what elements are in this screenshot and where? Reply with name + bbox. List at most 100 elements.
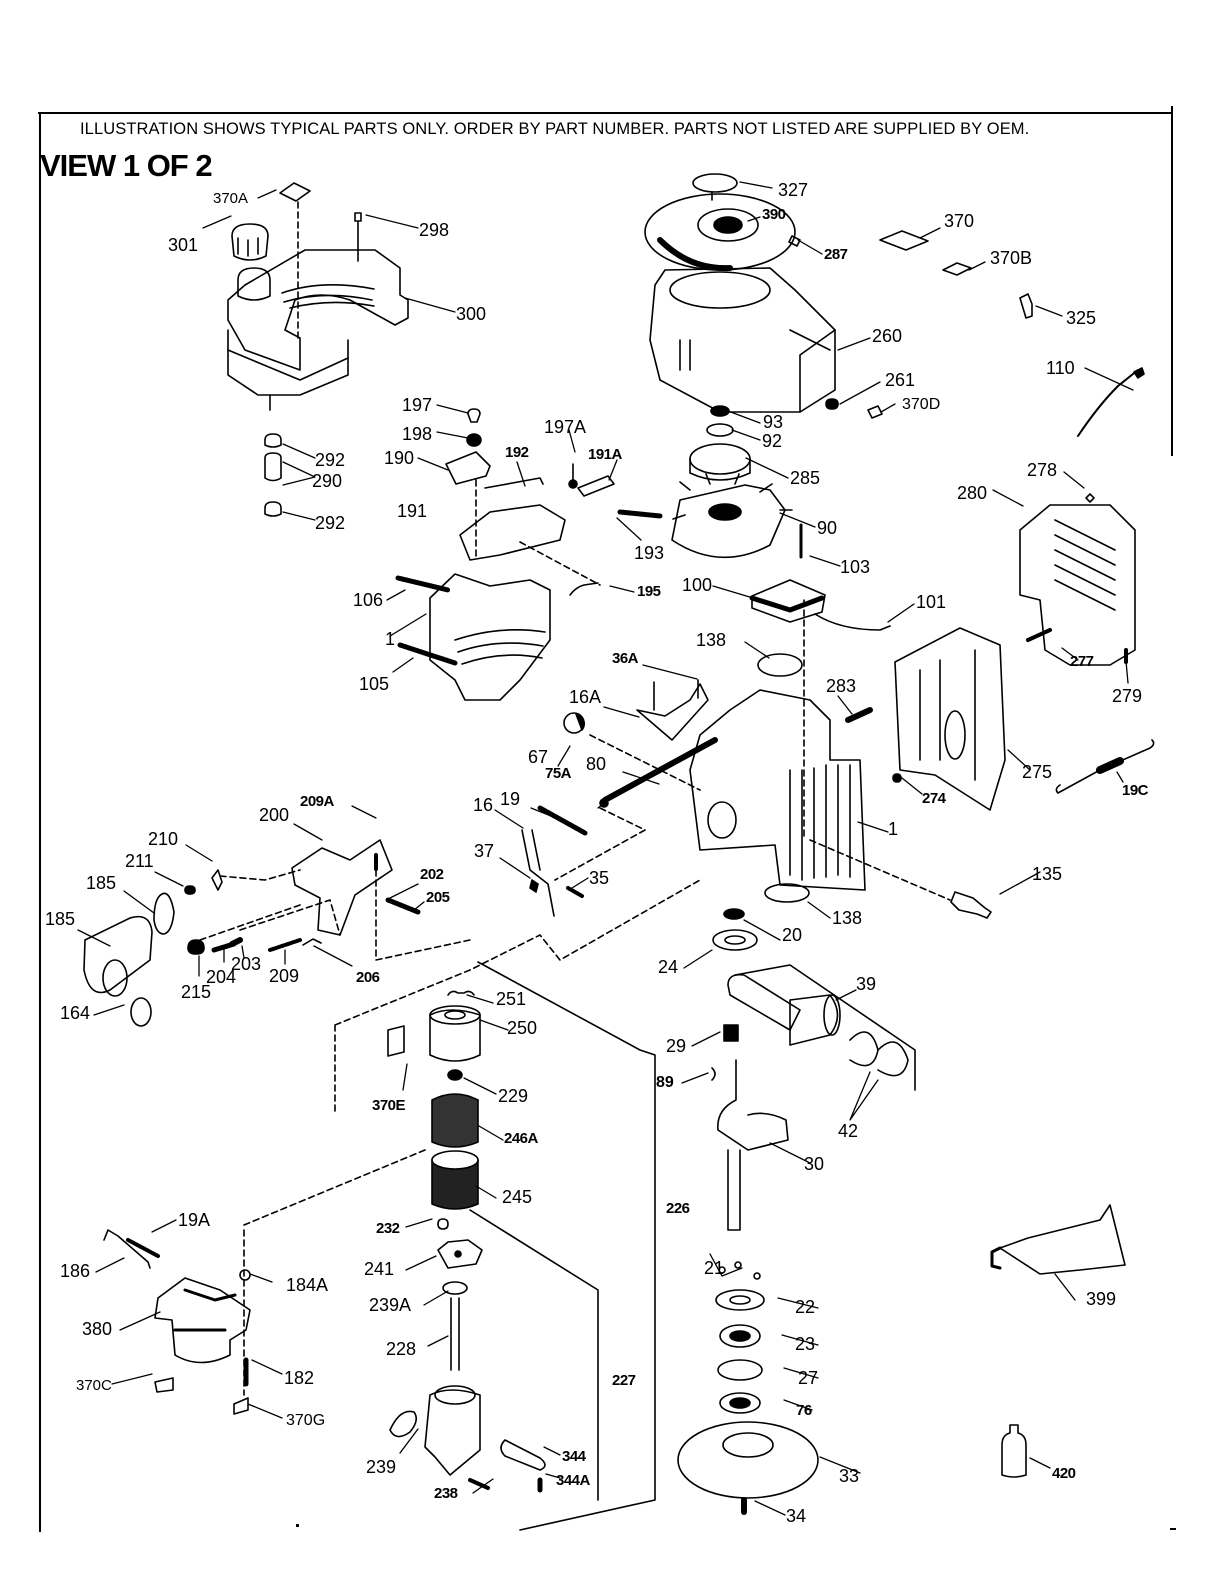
part-label: 192 <box>505 444 529 461</box>
spring-19a <box>128 1240 158 1256</box>
screw-238 <box>470 1480 488 1488</box>
screw-197 <box>468 409 480 422</box>
sealant-tube-399 <box>1000 1205 1125 1274</box>
ground-wire-110 <box>1078 370 1138 436</box>
decal-370e <box>388 1026 404 1056</box>
part-label: 190 <box>384 448 415 468</box>
part-label: 370 <box>944 211 975 231</box>
tank-filler-neck <box>238 268 270 300</box>
connecting-rod <box>728 975 800 1030</box>
part-label: 106 <box>353 590 384 610</box>
part-label: 261 <box>885 370 916 390</box>
starter-cap-327 <box>693 174 737 192</box>
part-label: 184A <box>286 1275 329 1295</box>
cylinder-block <box>690 690 865 890</box>
lever-16 <box>522 830 554 916</box>
spark-plug-135 <box>951 892 991 918</box>
part-label: 105 <box>359 674 390 694</box>
part-label: 100 <box>682 575 713 595</box>
screw-35 <box>568 888 582 896</box>
part-label: 103 <box>840 557 871 577</box>
bracket-344 <box>501 1440 545 1470</box>
screw-298-shape <box>355 213 361 261</box>
stud-228 <box>451 1298 459 1370</box>
part-label: 75A <box>545 765 572 782</box>
part-label: 67 <box>528 747 549 767</box>
part-label: 279 <box>1112 686 1143 706</box>
part-label: 20 <box>782 925 803 945</box>
part-label: 93 <box>763 412 784 432</box>
body-bracket-227 <box>470 1210 598 1500</box>
part-label: 185 <box>45 909 76 929</box>
retainer-241 <box>438 1240 482 1268</box>
frame-border-top <box>38 112 1173 114</box>
part-label: 344A <box>556 1472 590 1489</box>
part-label: 370C <box>76 1377 112 1394</box>
part-label: 300 <box>456 304 487 324</box>
clamp-37 <box>530 880 538 892</box>
part-label: 39 <box>856 974 877 994</box>
link-195 <box>570 583 598 595</box>
frame-border-left <box>39 112 41 1532</box>
screw-274 <box>893 774 901 782</box>
screw-36a <box>654 680 698 710</box>
air-baffle-1 <box>430 574 550 700</box>
part-label: 325 <box>1066 308 1097 328</box>
part-label: 185 <box>86 873 117 893</box>
flywheel-90 <box>672 485 785 557</box>
fuel-cap-shape <box>232 224 268 260</box>
part-label: 197 <box>402 395 433 415</box>
clamp-292-top <box>265 434 281 447</box>
pre-filter-246a <box>432 1094 478 1147</box>
wing-nut-251 <box>448 991 474 995</box>
part-label: 277 <box>1070 653 1094 670</box>
bearing-24 <box>713 930 757 950</box>
nut-229 <box>448 1070 462 1080</box>
intake-pipe-185 <box>84 917 152 993</box>
bracket-200 <box>292 840 392 935</box>
part-label: 260 <box>872 326 903 346</box>
screw-287 <box>789 236 800 246</box>
gasket-239a <box>443 1282 467 1294</box>
part-label: 110 <box>1046 358 1075 378</box>
part-label: 76 <box>796 1402 812 1419</box>
spring-193 <box>620 512 660 516</box>
part-label: 241 <box>364 1259 395 1279</box>
washer-198 <box>467 434 481 446</box>
part-label: 37 <box>474 841 495 861</box>
muffler-275 <box>895 628 1005 810</box>
body-227-shape <box>425 1390 480 1475</box>
part-label: 200 <box>259 805 290 825</box>
part-label: 24 <box>658 957 679 977</box>
part-label: 193 <box>634 543 665 563</box>
part-label: 135 <box>1032 864 1063 884</box>
part-label: 204 <box>206 967 237 987</box>
air-cleaner-cover-250 <box>430 1010 480 1061</box>
part-label: 197A <box>544 417 587 437</box>
piston-bracket-39 <box>735 965 915 1090</box>
key-89 <box>712 1068 715 1080</box>
dash-line <box>555 735 700 880</box>
frame-border-right <box>1171 106 1173 456</box>
part-label: 202 <box>420 866 444 883</box>
mounting-flange-33 <box>678 1422 818 1498</box>
pin-283 <box>848 710 870 720</box>
decal-370d <box>868 406 882 418</box>
bracket-190 <box>446 452 490 484</box>
spring-19 <box>540 808 585 833</box>
plug-138-bottom <box>765 884 809 902</box>
part-label: 370A <box>213 190 249 207</box>
washer-22 <box>716 1290 764 1310</box>
part-label: 19C <box>1122 782 1149 799</box>
muffler-guard-280 <box>1020 505 1135 665</box>
part-label: 1 <box>888 819 899 839</box>
link-206 <box>303 939 321 945</box>
clamp-292-bottom <box>265 502 281 516</box>
part-label: 33 <box>839 1466 860 1486</box>
part-label: 215 <box>181 982 212 1002</box>
washer-184a <box>240 1270 250 1280</box>
part-label: 380 <box>82 1319 113 1339</box>
part-label: 22 <box>795 1297 816 1317</box>
part-label: 35 <box>589 868 610 888</box>
